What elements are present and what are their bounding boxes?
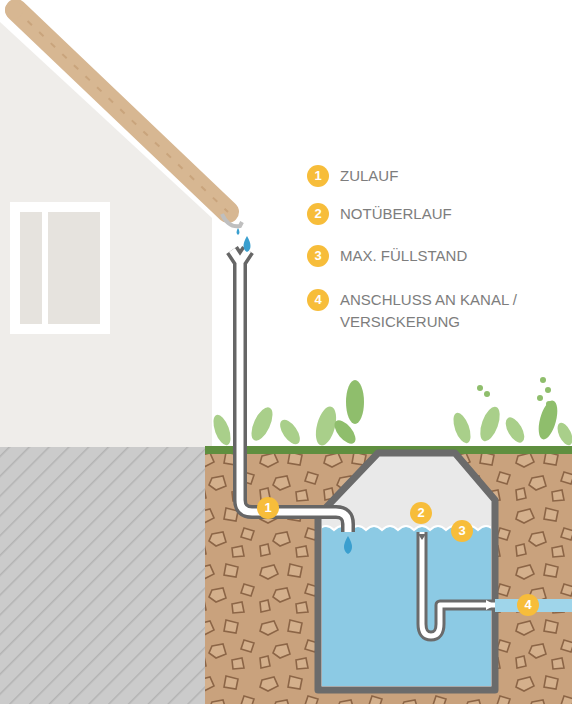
callout-number: 3 xyxy=(451,520,473,542)
callout-number: 3 xyxy=(307,245,329,267)
callout-number: 4 xyxy=(307,289,329,311)
legend-text: ANSCHLUSS AN KANAL / VERSICKERUNG xyxy=(340,289,555,333)
callout-number: 1 xyxy=(257,497,279,519)
callout-number: 1 xyxy=(307,165,329,187)
callout-number: 2 xyxy=(307,203,329,225)
callout-number: 4 xyxy=(517,594,539,616)
legend-text: NOTÜBERLAUF xyxy=(340,203,555,225)
legend-text: MAX. FÜLLSTAND xyxy=(340,245,555,267)
callout-number: 2 xyxy=(410,502,432,524)
legend-text: ZULAUF xyxy=(340,165,555,187)
